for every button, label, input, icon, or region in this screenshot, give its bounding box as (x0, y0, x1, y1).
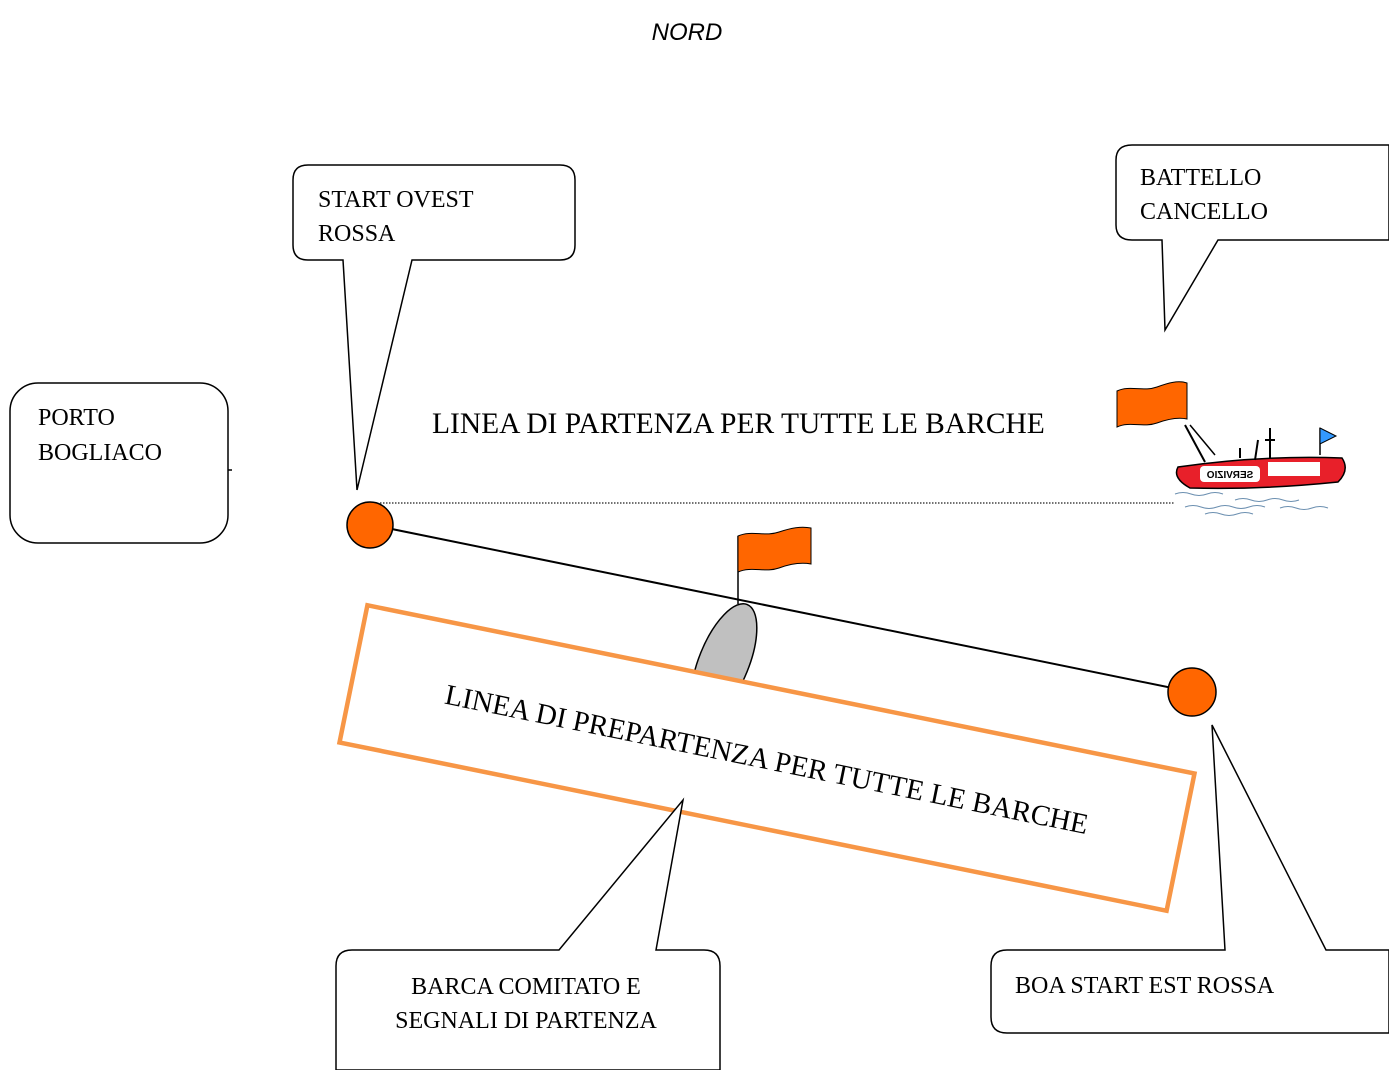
start-west-buoy-icon (346, 501, 394, 549)
callout-gate-boat-line2: CANCELLO (1140, 199, 1268, 225)
callout-harbour-line2: BOGLIACO (38, 440, 162, 466)
svg-text:BATTELLO CANCELLO: BATTELLO CANCELLO (1140, 165, 1268, 225)
callout-start-west-line1: START OVEST (318, 187, 474, 213)
callout-gate-boat-line1: BATTELLO (1140, 165, 1261, 191)
callout-gate-boat: BATTELLO CANCELLO (1115, 144, 1389, 333)
callout-committee-boat-line2: SEGNALI DI PARTENZA (395, 1008, 657, 1034)
callout-harbour-line1: PORTO (38, 405, 115, 431)
gate-boat-icon: SERVIZIO (1116, 381, 1346, 516)
callout-start-west: START OVEST ROSSA (292, 164, 576, 491)
callout-start-east-text: BOA START EST ROSSA (1015, 973, 1275, 999)
north-label: NORD (652, 19, 723, 46)
start-line-label: LINEA DI PARTENZA PER TUTTE LE BARCHE (432, 408, 1045, 440)
callout-start-west-line2: ROSSA (318, 221, 396, 247)
svg-text:PORTO BOGLIACO: PORTO BOGLIACO (38, 405, 162, 466)
callout-harbour: PORTO BOGLIACO (9, 382, 232, 544)
prestart-line (371, 524, 1193, 693)
gate-boat-hull-text: SERVIZIO (1207, 470, 1254, 481)
callout-start-east: BOA START EST ROSSA (990, 724, 1389, 1034)
svg-text:START OVEST ROSSA: START OVEST ROSSA (318, 187, 479, 247)
committee-flag-icon (737, 526, 812, 604)
callout-committee-boat: BARCA COMITATO E SEGNALI DI PARTENZA (335, 797, 721, 1070)
start-east-buoy-icon (1167, 667, 1217, 717)
callout-committee-boat-line1: BARCA COMITATO E (411, 974, 641, 1000)
svg-text:BARCA COMITATO E SEGNALI: BARCA COMITATO E SEGNALI DI PARTENZA (395, 974, 657, 1034)
prestart-line-box: LINEA DI PREPARTENZA PER TUTTE LE BARCHE (336, 602, 1198, 914)
